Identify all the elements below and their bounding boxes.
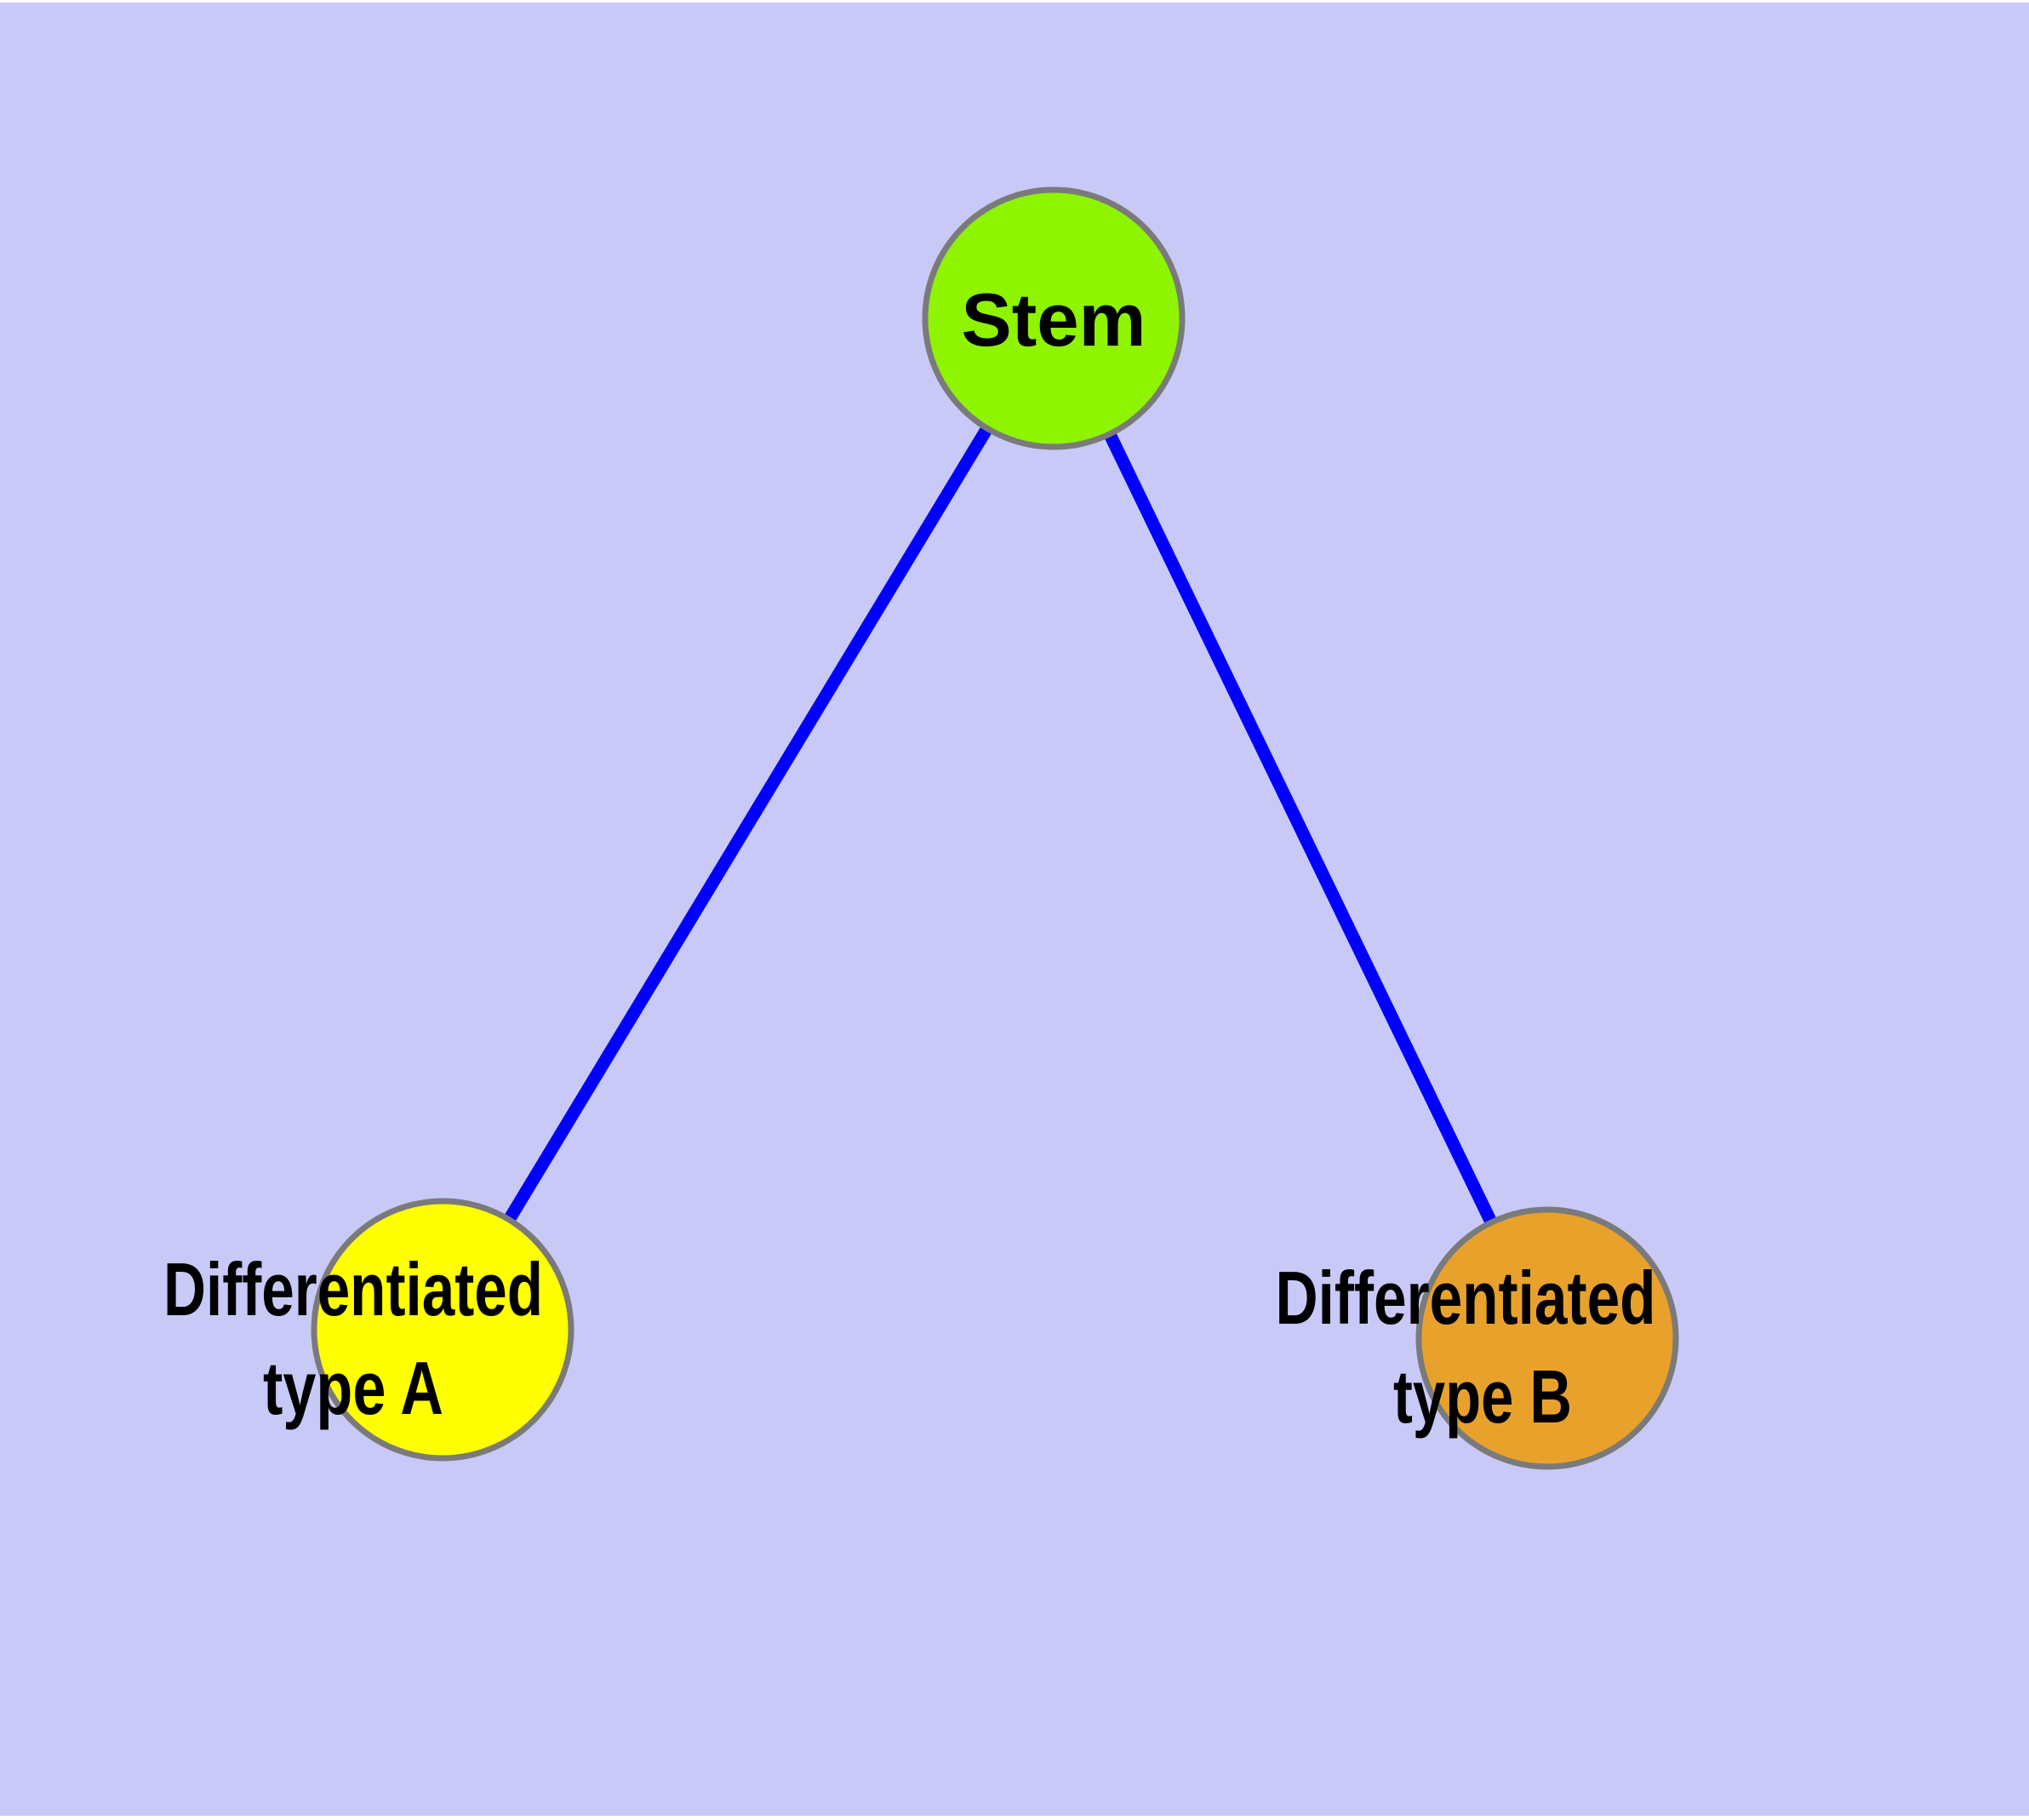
stem-node-label: Stem <box>962 278 1146 362</box>
stem-node: Stem <box>922 186 1186 450</box>
stem-node-circle <box>922 186 1186 450</box>
type-a-node: Differentiated type A <box>163 1198 574 1462</box>
edge-stem-to-type-a <box>437 315 1060 1333</box>
type-a-label-line2: type A <box>263 1346 443 1430</box>
type-a-node-circle <box>311 1198 574 1462</box>
type-a-label-line1: Differentiated <box>163 1247 543 1331</box>
type-b-node-circle <box>1415 1206 1679 1470</box>
type-b-label-line2: type B <box>1393 1354 1572 1439</box>
type-b-label-line1: Differentiated <box>1276 1256 1656 1340</box>
type-b-node: Differentiated type B <box>1276 1206 1679 1470</box>
edge-stem-to-type-b <box>1048 315 1553 1342</box>
